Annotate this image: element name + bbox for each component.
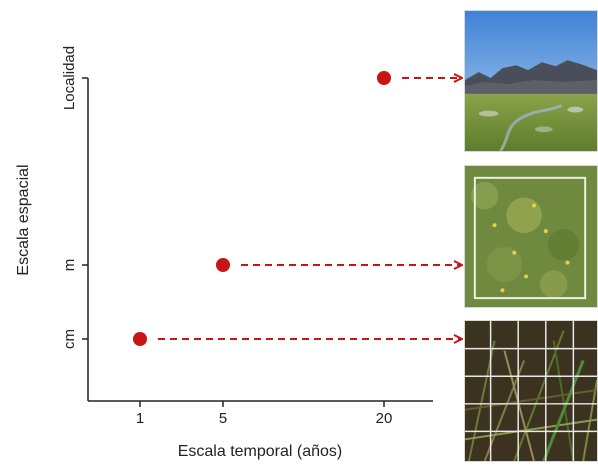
y-axis-label: Escala espacial xyxy=(15,164,32,275)
y-tick-label: m xyxy=(61,259,78,272)
x-tick-label: 1 xyxy=(136,410,144,427)
landscape-photo xyxy=(464,10,598,152)
quadrat-photo xyxy=(464,165,598,308)
data-point xyxy=(133,332,147,346)
y-tick-label: cm xyxy=(61,329,78,349)
x-tick-label: 5 xyxy=(219,410,227,427)
y-tick-label: Localidad xyxy=(61,46,78,110)
x-axis-label: Escala temporal (años) xyxy=(178,443,343,460)
grid-photo xyxy=(464,320,598,462)
x-tick-label: 20 xyxy=(376,410,393,427)
data-point xyxy=(377,71,391,85)
data-point xyxy=(216,258,230,272)
